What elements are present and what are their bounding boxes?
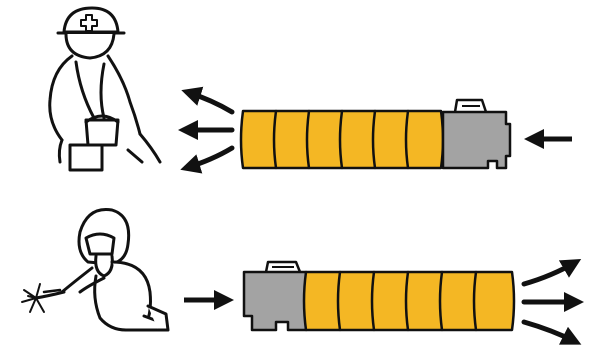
welder-in-respirator-hood-icon xyxy=(21,207,170,332)
exhaust-arrow-down xyxy=(180,145,235,174)
top-blower-unit xyxy=(441,98,512,170)
worker-with-hardhat-icon xyxy=(48,6,162,172)
exhaust-arrow-up xyxy=(181,86,235,115)
bottom-blower-unit xyxy=(242,260,308,332)
top-exhaust-arrows xyxy=(178,86,235,174)
top-flexible-duct xyxy=(239,109,445,170)
bottom-panel xyxy=(21,207,584,345)
exhaust-arrow-down xyxy=(521,319,582,345)
top-panel xyxy=(48,6,572,174)
bottom-flexible-duct xyxy=(302,270,516,332)
exhaust-arrow-up xyxy=(521,258,582,287)
bottom-exhaust-arrows xyxy=(521,258,584,345)
